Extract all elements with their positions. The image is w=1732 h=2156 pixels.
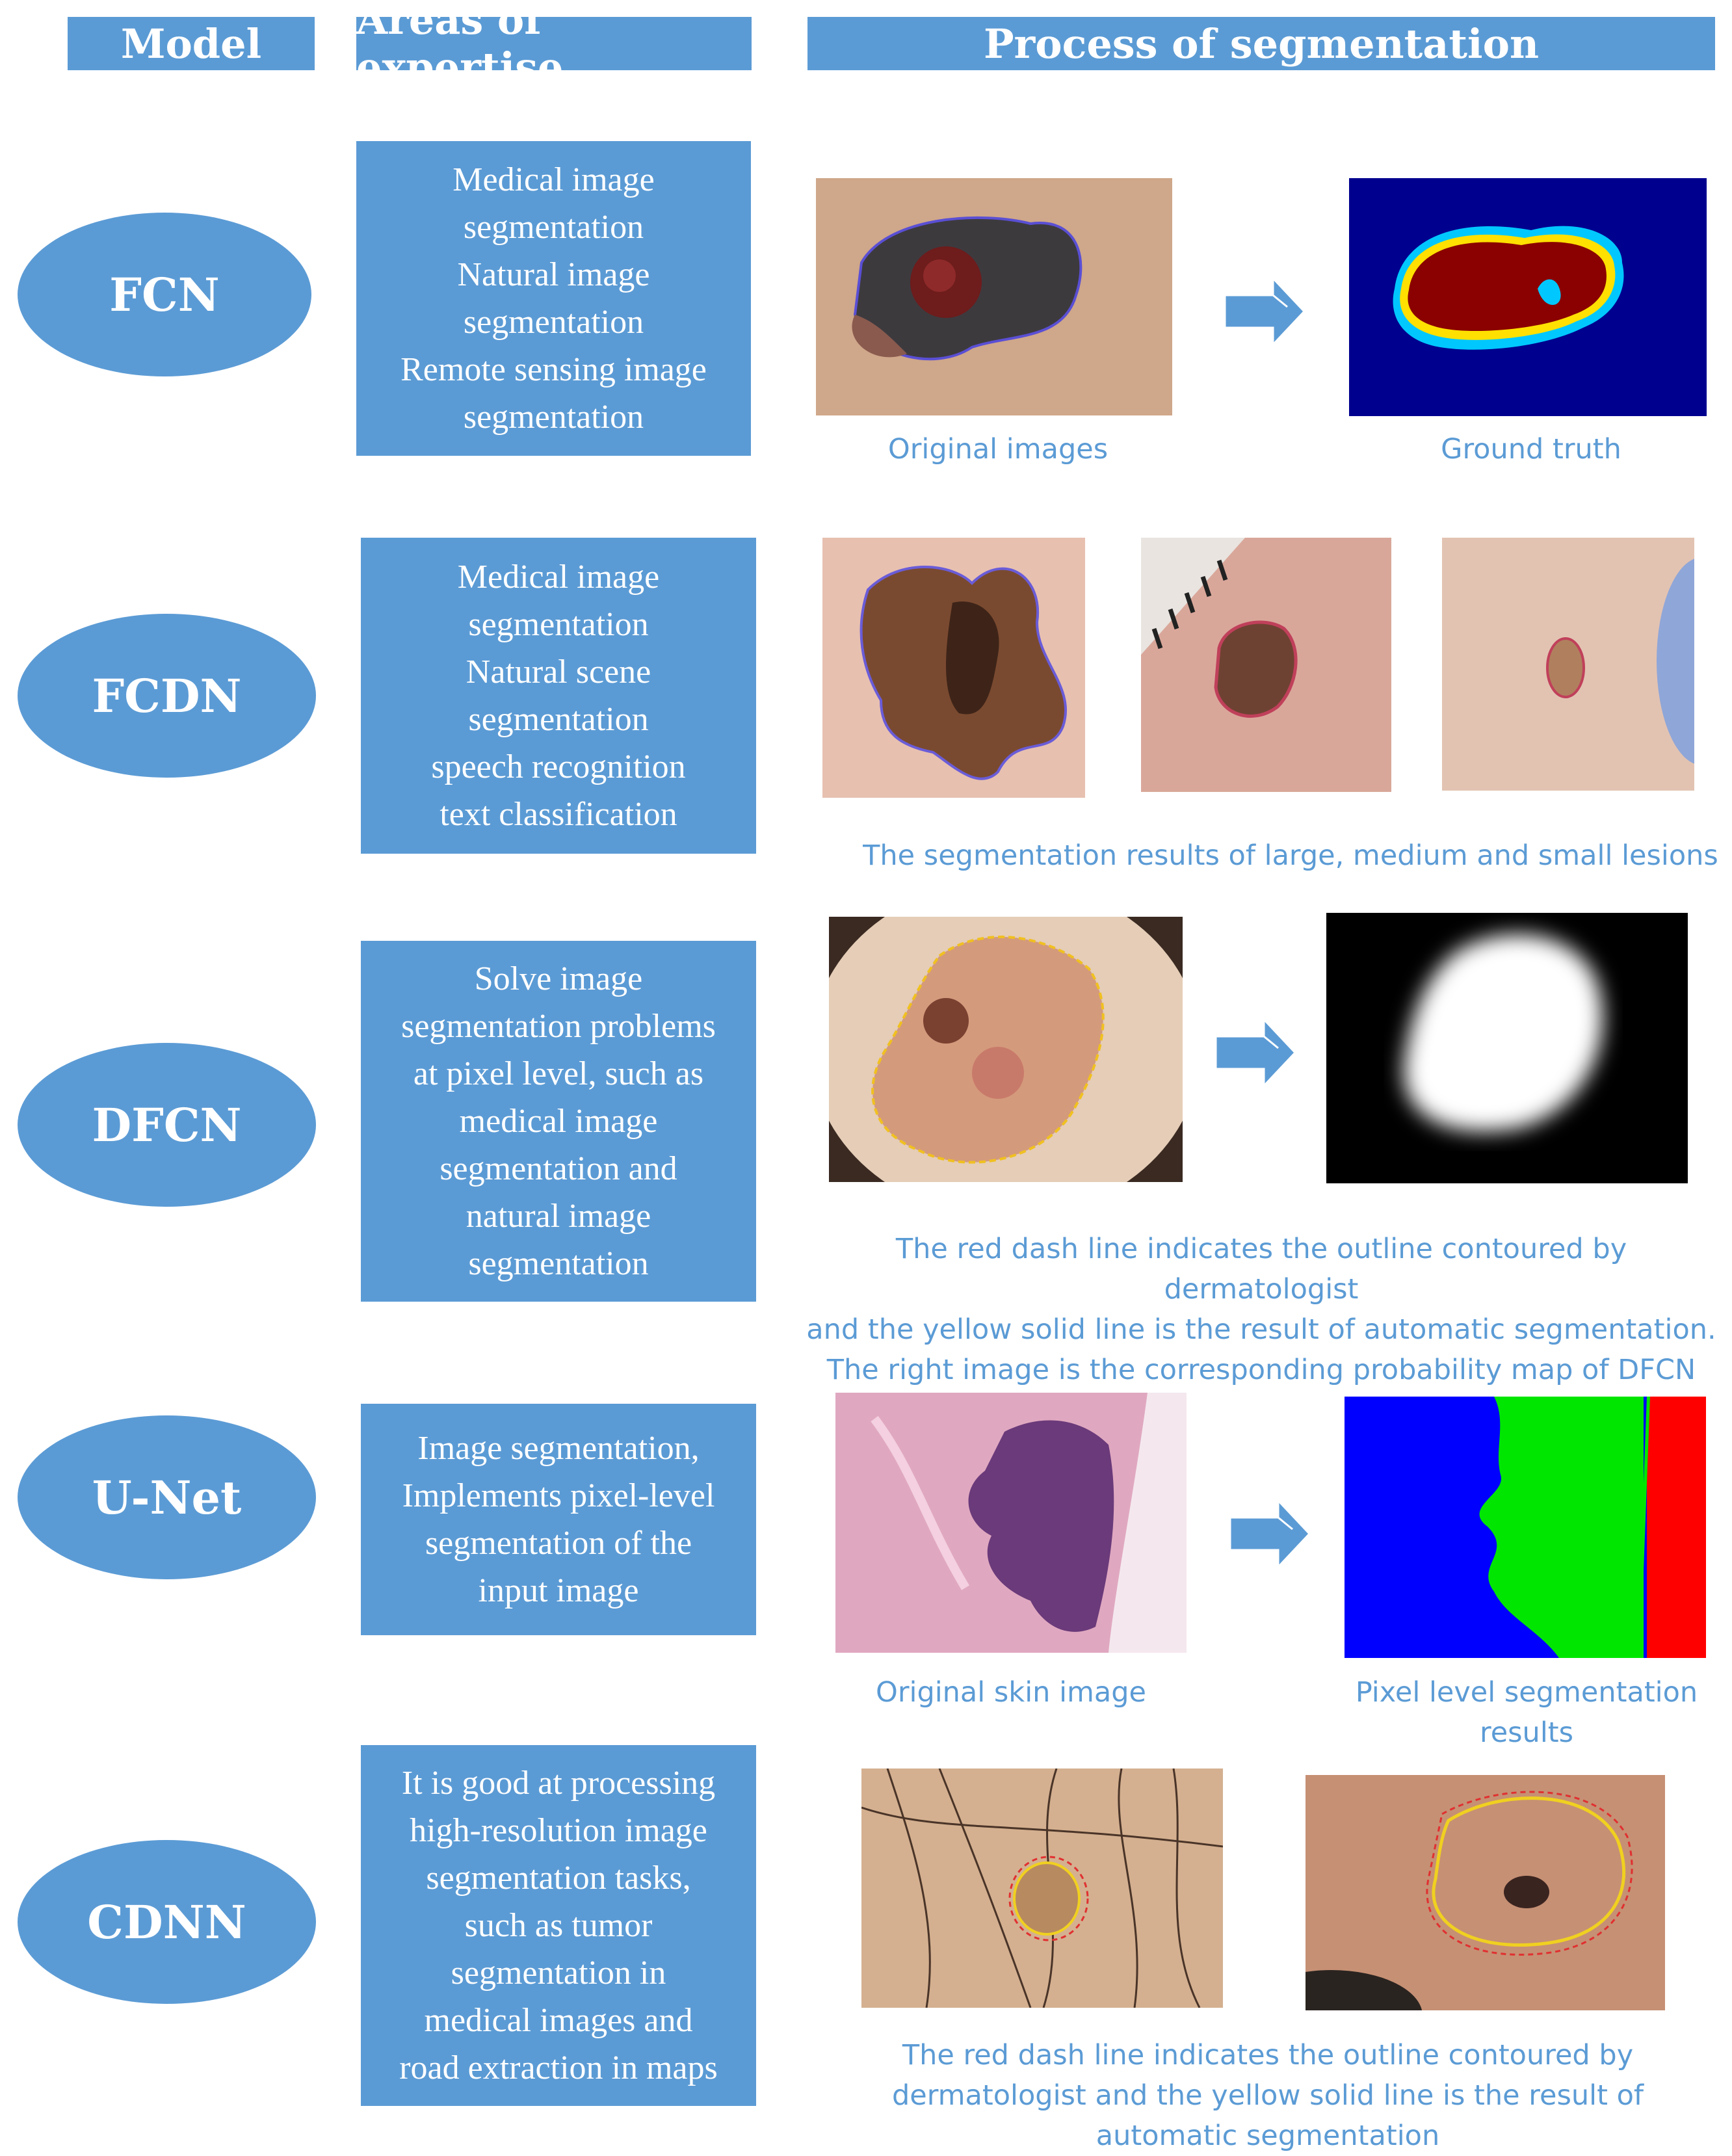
expertise-line: segmentation in (451, 1954, 666, 1992)
dfcn-dermoscopy-image (829, 917, 1183, 1182)
expertise-dfcn: Solve image segmentation problems at pix… (361, 941, 756, 1302)
block-arrow-right-icon (1213, 1017, 1298, 1088)
expertise-line: Natural image (457, 256, 650, 293)
process-column-header: Process of segmentation (807, 17, 1715, 70)
expertise-unet: Image segmentation, Implements pixel-lev… (361, 1404, 756, 1635)
expertise-line: speech recognition (431, 748, 686, 785)
caption-line: dermatologist and the yellow solid line … (891, 2079, 1644, 2112)
expertise-line: segmentation (468, 1245, 649, 1282)
expertise-fcdn: Medical image segmentation Natural scene… (361, 538, 756, 854)
fcn-original-image (816, 178, 1172, 415)
fcdn-small-lesion-image (1442, 538, 1694, 791)
expertise-line: segmentation (468, 606, 649, 643)
expertise-line: Medical image (453, 161, 655, 198)
caption-line: The right image is the corresponding pro… (826, 1354, 1696, 1386)
caption-line: The red dash line indicates the outline … (895, 1233, 1627, 1306)
expertise-line: Implements pixel-level (402, 1477, 715, 1514)
expertise-line: Natural scene (466, 653, 651, 690)
expertise-line: road extraction in maps (399, 2049, 718, 2086)
unet-original-skin-image (835, 1393, 1187, 1653)
expertise-line: medical images and (424, 2002, 693, 2039)
dfcn-caption: The red dash line indicates the outline … (800, 1229, 1723, 1390)
model-fcdn: FCDN (18, 614, 316, 778)
fcn-caption-original: Original images (887, 433, 1109, 466)
unet-pixel-segmentation-image (1345, 1397, 1706, 1658)
model-cdnn: CDNN (18, 1840, 316, 2004)
fcn-ground-truth-image (1349, 178, 1707, 416)
expertise-line: such as tumor (464, 1907, 653, 1944)
model-fcn: FCN (18, 213, 311, 376)
cdnn-dermoscopy-lesion-image (1306, 1775, 1665, 2010)
block-arrow-right-icon (1222, 276, 1307, 347)
expertise-line: segmentation and (440, 1150, 677, 1187)
expertise-line: text classification (440, 796, 677, 833)
caption-line: results (1479, 1716, 1574, 1749)
cdnn-hairy-lesion-image (861, 1768, 1223, 2008)
fcdn-caption: The segmentation results of large, mediu… (863, 839, 1718, 872)
fcdn-large-lesion-image (822, 538, 1085, 798)
model-dfcn: DFCN (18, 1043, 316, 1207)
model-column-header: Model (68, 17, 315, 70)
expertise-line: segmentation (468, 701, 649, 738)
expertise-line: Remote sensing image (400, 351, 707, 388)
expertise-line: Medical image (457, 559, 660, 596)
expertise-line: It is good at processing (401, 1765, 716, 1802)
caption-line: Pixel level segmentation (1355, 1676, 1698, 1709)
caption-line: The red dash line indicates the outline … (902, 2039, 1634, 2071)
expertise-line: segmentation problems (401, 1008, 716, 1045)
expertise-line: Image segmentation, (417, 1430, 700, 1467)
expertise-line: segmentation tasks, (426, 1860, 691, 1897)
expertise-line: Solve image (474, 960, 643, 997)
expertise-line: segmentation (463, 304, 644, 341)
expertise-line: segmentation of the (425, 1525, 692, 1562)
expertise-line: medical image (459, 1103, 658, 1140)
expertise-line: segmentation (463, 399, 644, 436)
dfcn-probability-map-image (1326, 913, 1688, 1183)
expertise-line: at pixel level, such as (413, 1055, 704, 1092)
caption-line: and the yellow solid line is the result … (806, 1313, 1716, 1346)
block-arrow-right-icon (1227, 1498, 1312, 1570)
expertise-line: segmentation (463, 209, 644, 246)
fcdn-medium-lesion-image (1141, 538, 1391, 792)
cdnn-caption: The red dash line indicates the outline … (845, 2035, 1690, 2156)
unet-caption-results: Pixel level segmentation results (1345, 1672, 1709, 1753)
fcn-caption-ground-truth: Ground truth (1441, 433, 1621, 466)
model-unet: U-Net (18, 1415, 316, 1579)
expertise-line: natural image (466, 1198, 651, 1235)
expertise-column-header: Areas of expertise (356, 0, 752, 91)
expertise-line: input image (478, 1572, 639, 1609)
expertise-fcn: Medical image segmentation Natural image… (356, 141, 751, 456)
expertise-line: high-resolution image (410, 1812, 707, 1849)
unet-caption-original: Original skin image (875, 1676, 1147, 1709)
caption-line: automatic segmentation (1096, 2120, 1440, 2152)
expertise-cdnn: It is good at processing high-resolution… (361, 1745, 756, 2106)
